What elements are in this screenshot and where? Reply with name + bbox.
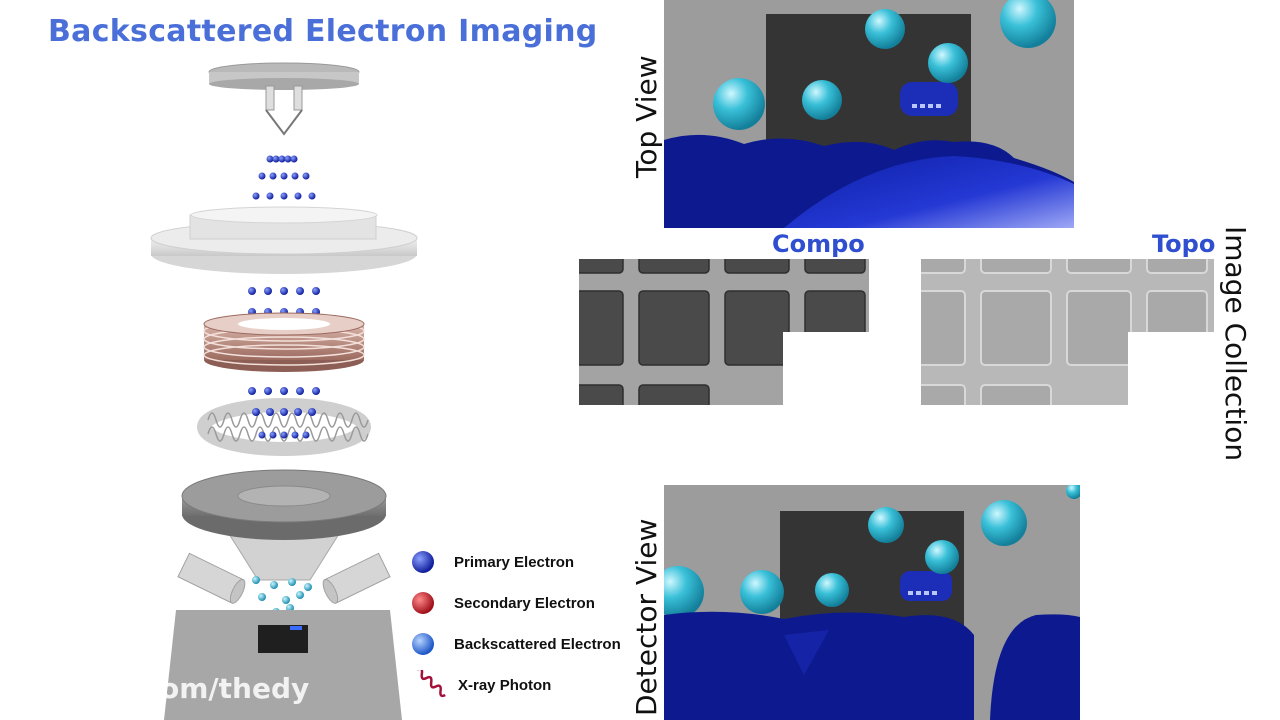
legend-item-secondary-electron: Secondary Electron <box>410 590 595 616</box>
side-detectors <box>177 552 391 604</box>
legend-item-xray-photon: X-ray Photon <box>410 670 551 700</box>
particle <box>815 573 849 607</box>
detector-view-panel <box>664 485 1080 720</box>
watermark: om/thedy <box>160 672 310 705</box>
scan-coil <box>197 398 371 456</box>
primary-beam-dots <box>252 155 316 200</box>
particle <box>981 500 1027 546</box>
particle <box>928 43 968 83</box>
legend-item-primary-electron: Primary Electron <box>410 549 574 575</box>
bse-detector <box>181 469 387 581</box>
image-collection-label: Image Collection <box>1219 226 1252 462</box>
particle <box>865 9 905 49</box>
topo-image <box>921 259 1214 405</box>
particle <box>802 80 842 120</box>
page-title: Backscattered Electron Imaging <box>48 14 598 49</box>
particle <box>1000 0 1056 48</box>
detector-view-label: Detector View <box>630 518 663 716</box>
particle <box>664 566 704 618</box>
sample-stage <box>164 610 402 720</box>
particle <box>868 507 904 543</box>
legend-label: Primary Electron <box>454 553 575 571</box>
anode-disk <box>150 206 418 274</box>
particle <box>713 78 765 130</box>
backscattered-electron-icon <box>412 633 434 655</box>
legend-label: X-ray Photon <box>458 676 552 694</box>
electron-gun <box>208 62 360 136</box>
xray-photon-icon <box>416 670 446 698</box>
compo-label: Compo <box>772 230 865 258</box>
primary-electron-icon <box>412 551 434 573</box>
topo-label: Topo <box>1152 230 1216 258</box>
particle <box>740 570 784 614</box>
legend-item-backscattered-electron: Backscattered Electron <box>410 631 621 657</box>
legend-label: Secondary Electron <box>454 594 595 612</box>
legend-label: Backscattered Electron <box>454 635 621 653</box>
top-view-label: Top View <box>630 55 663 178</box>
secondary-electron-icon <box>412 592 434 614</box>
compo-image <box>579 259 869 405</box>
particle <box>925 540 959 574</box>
top-view-panel <box>664 0 1074 228</box>
sem-column-illustration <box>150 62 418 720</box>
particle <box>1066 485 1080 499</box>
condenser-lens <box>203 312 365 372</box>
